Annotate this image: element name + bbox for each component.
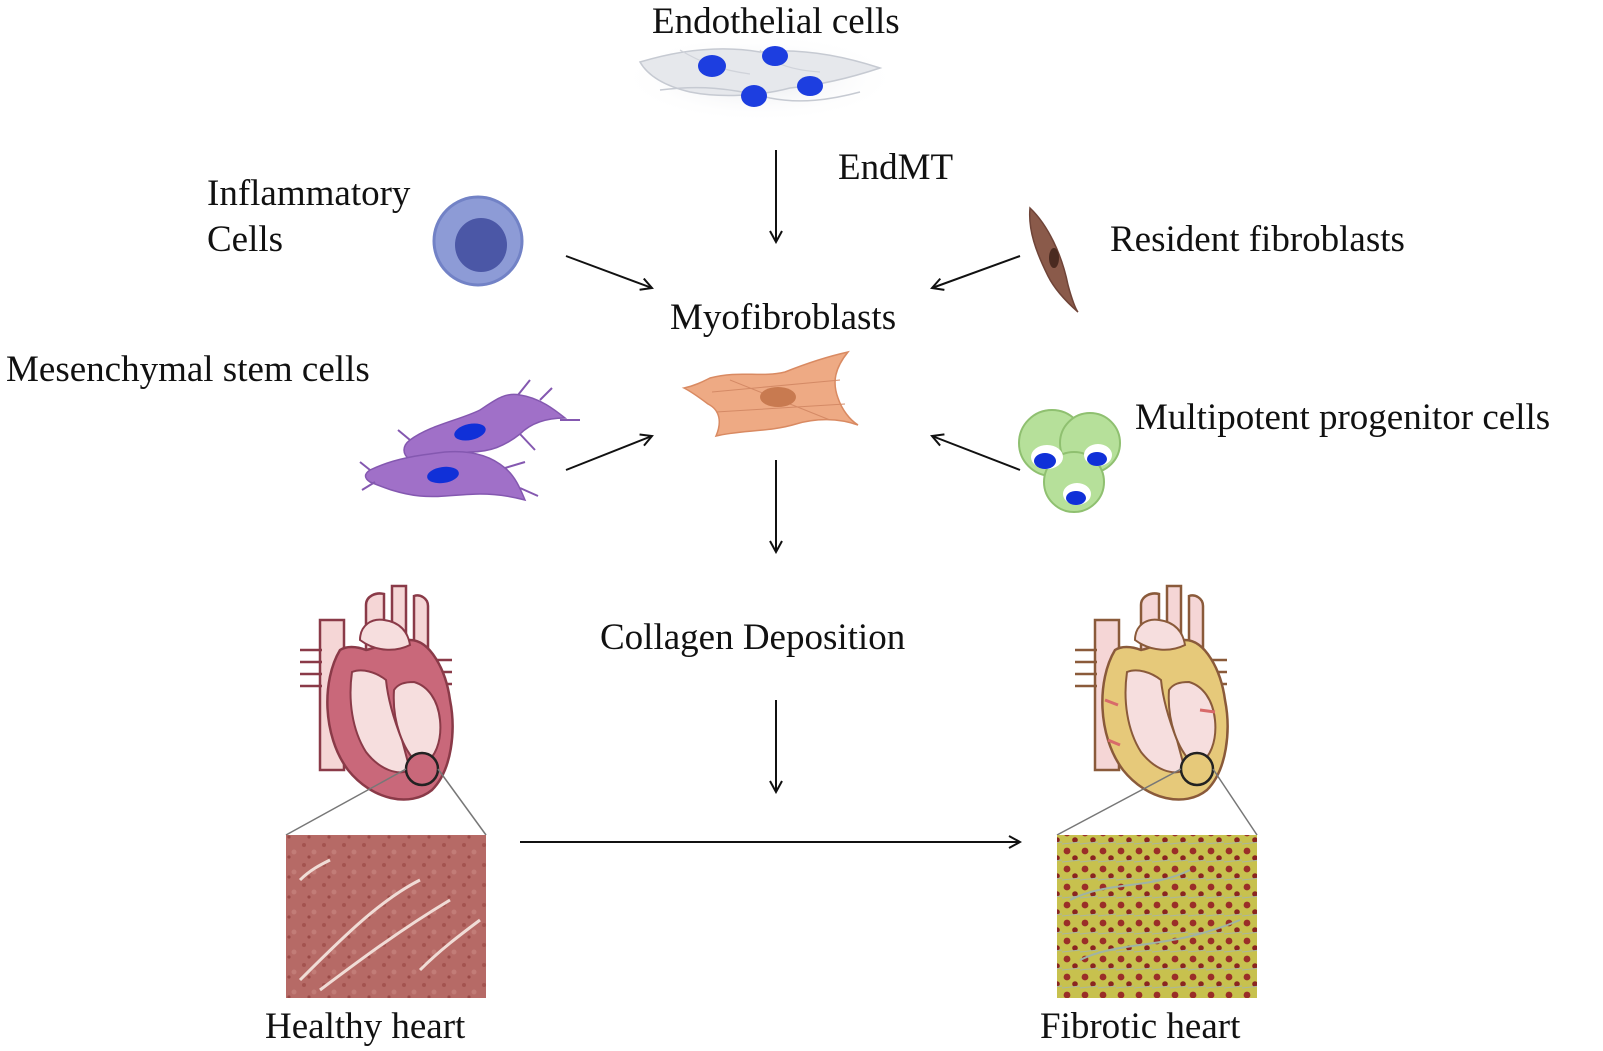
healthy-zoom-line-left (285, 768, 407, 836)
arrow-resident-to-myofibroblasts (932, 255, 1021, 288)
inflammatory-cells-label-line1: Inflammatory (207, 173, 411, 214)
inflammatory-cells-label-line2: Cells (207, 219, 284, 260)
fibrotic-zoom-line-right (1212, 768, 1258, 836)
endothelial-cells-icon (620, 33, 900, 123)
healthy-heart-label: Healthy heart (265, 1006, 466, 1047)
fibrotic-heart-label: Fibrotic heart (1040, 1006, 1241, 1047)
collagen-deposition-label: Collagen Deposition (600, 617, 906, 658)
healthy-tissue-histology (286, 835, 486, 998)
arrows (520, 150, 1020, 842)
arrow-inflammatory-to-myofibroblasts (565, 255, 652, 288)
resident-fibroblasts-label: Resident fibroblasts (1110, 219, 1405, 260)
endmt-label: EndMT (838, 147, 954, 188)
healthy-heart-icon (300, 584, 454, 801)
resident-fibroblast-icon (1028, 206, 1079, 313)
myofibroblasts-label: Myofibroblasts (670, 297, 897, 338)
multipotent-progenitor-cells-icon (1018, 409, 1121, 513)
fibrotic-zoom-line-left (1056, 768, 1182, 836)
fibrotic-tissue-histology (1057, 835, 1257, 998)
multipotent-progenitor-cells-label: Multipotent progenitor cells (1135, 397, 1551, 438)
healthy-zoom-line-right (437, 768, 487, 836)
arrow-mesenchymal-to-myofibroblasts (565, 436, 652, 471)
arrow-multipotent-to-myofibroblasts (932, 436, 1021, 471)
fibrotic-heart-icon (1075, 584, 1229, 801)
myofibroblast-icon (681, 350, 859, 438)
inflammatory-cell-icon (432, 195, 524, 287)
mesenchymal-stem-cells-icon (359, 379, 580, 502)
mesenchymal-stem-cells-label: Mesenchymal stem cells (6, 349, 370, 390)
endothelial-cells-label: Endothelial cells (652, 1, 900, 42)
